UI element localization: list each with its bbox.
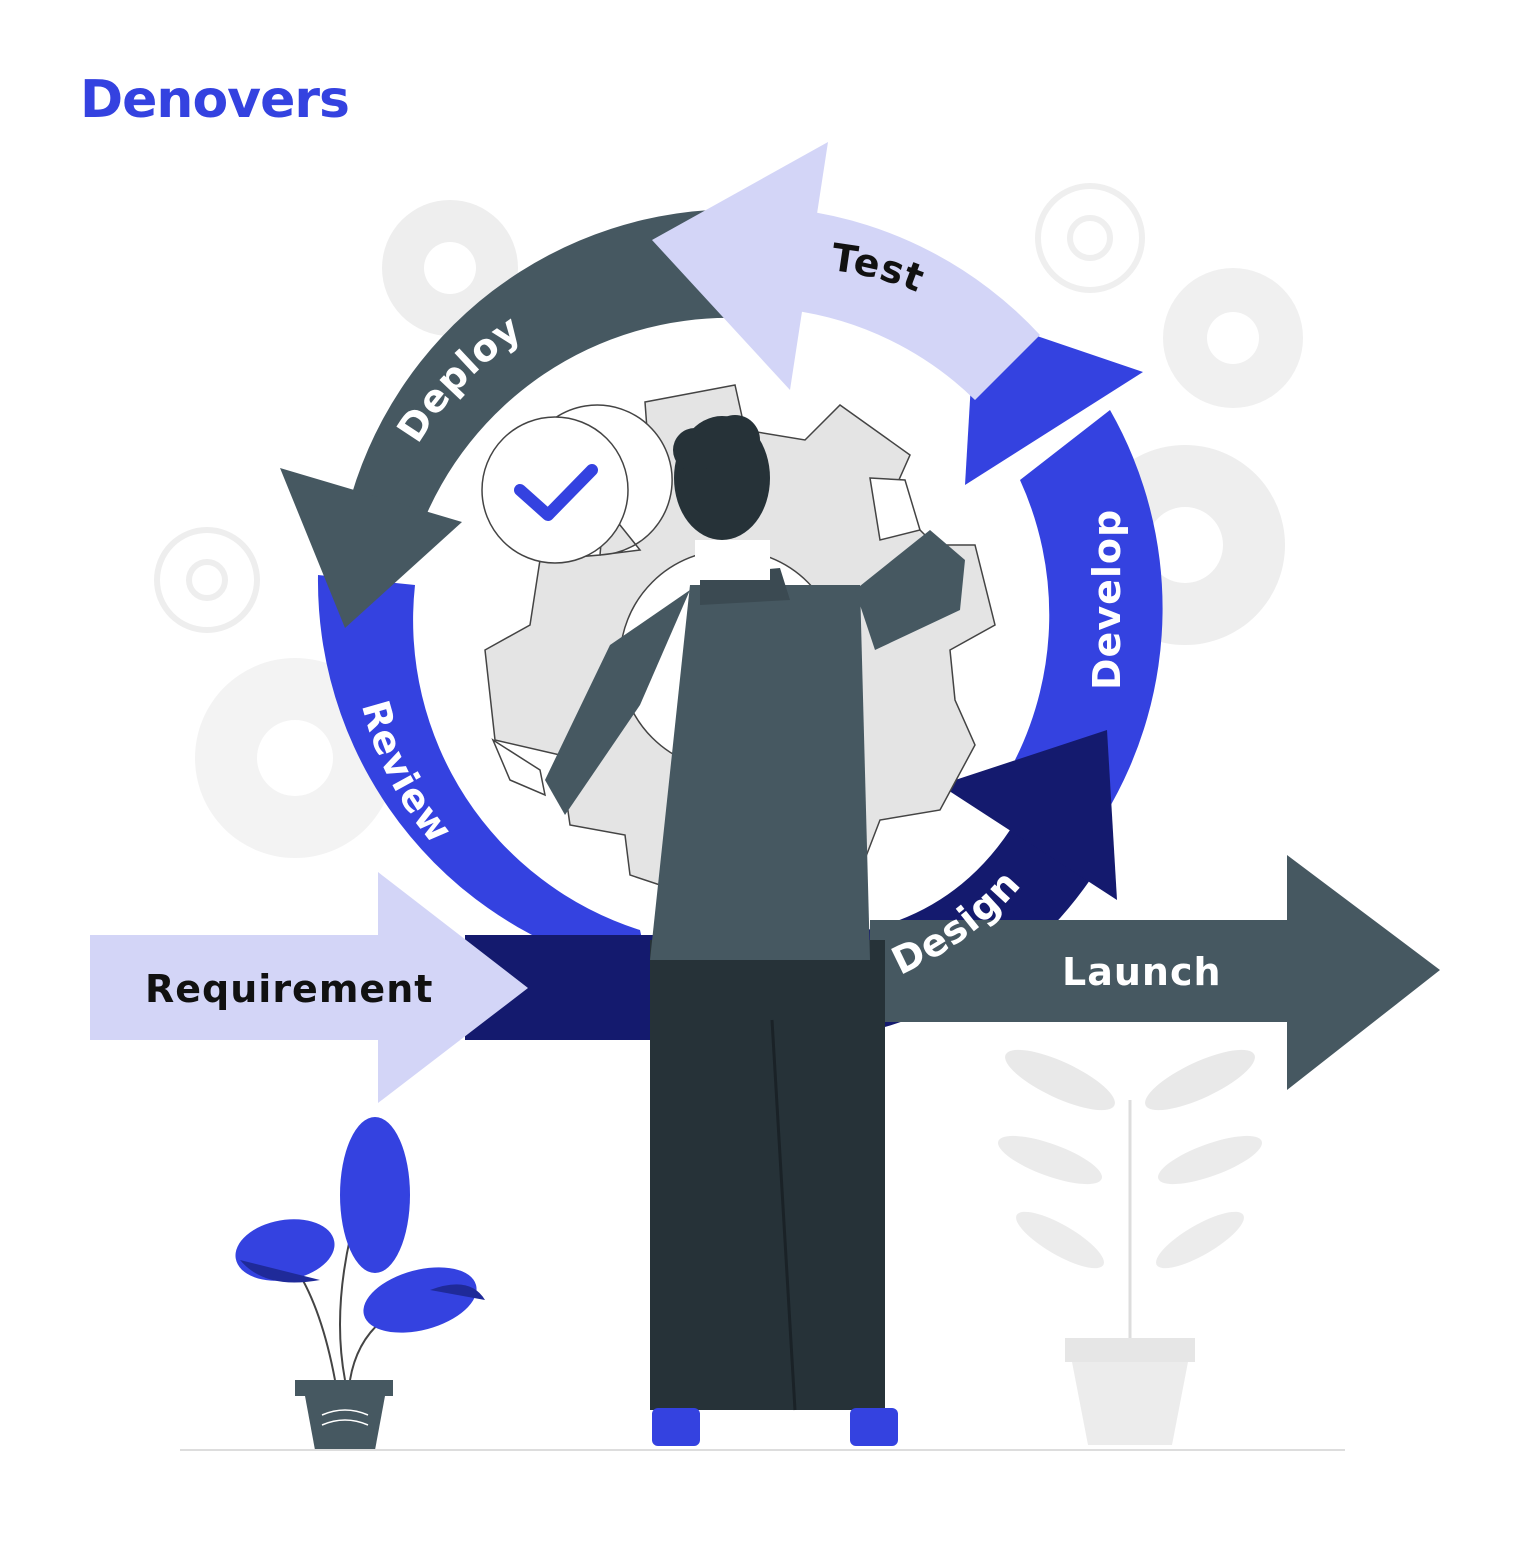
gear-icon [154,527,260,633]
label-launch: Launch [1062,950,1222,994]
deploy-arrowhead [280,468,462,628]
grey-plant-illustration [998,1049,1262,1445]
launch-arrow [870,855,1440,1090]
design-arrowhead [940,730,1117,900]
check-bubble [481,404,673,564]
gear-icon [1035,183,1145,293]
test-arrowhead [652,142,828,390]
check-icon [514,464,598,521]
develop-arc [1015,410,1163,815]
requirement-arrow [90,872,528,1103]
test-arc [790,210,1040,400]
person-illustration [491,415,965,1446]
review-arc [317,575,650,975]
deploy-arc [340,210,735,545]
brand-logo: Denovers [80,70,350,130]
label-develop: Develop [1085,509,1129,690]
blue-plant-illustration [235,1117,485,1450]
label-requirement: Requirement [145,967,433,1011]
gear-icon [1163,268,1303,408]
